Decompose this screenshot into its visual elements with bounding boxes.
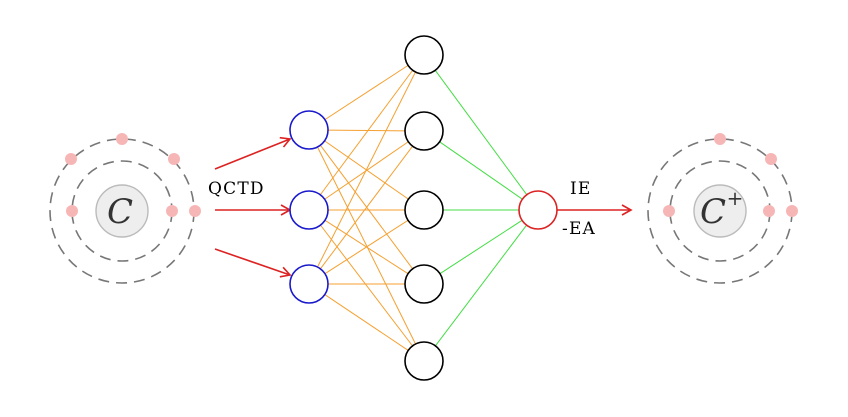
hidden-node (404, 190, 444, 230)
input-hidden-edge (320, 145, 413, 270)
electron (66, 205, 78, 217)
input-hidden-edge (324, 294, 409, 351)
electron (763, 205, 775, 217)
input-hidden-edge (324, 219, 409, 275)
electron (189, 205, 201, 217)
electron (65, 153, 77, 165)
input-label: QCTD (208, 179, 265, 199)
hidden-node (404, 35, 444, 75)
input-hidden-edge (324, 64, 409, 121)
input-hidden-edge (317, 71, 416, 268)
hidden-layer (404, 35, 444, 381)
input-node (289, 110, 329, 150)
input-arrow-bottom (214, 248, 292, 278)
electron (786, 205, 798, 217)
hidden-output-edge (434, 70, 528, 195)
hidden-node (404, 341, 444, 381)
left-atom-symbol: C (107, 192, 133, 232)
input-hidden-edge (327, 129, 406, 132)
right-atom-symbol: C (700, 192, 726, 232)
electron (765, 153, 777, 165)
input-arrows (214, 136, 292, 278)
right-atom-charge: + (727, 186, 744, 210)
hidden-output-edge (439, 219, 523, 275)
hidden-node (404, 111, 444, 151)
hidden-output-edges (434, 70, 528, 347)
input-layer (289, 110, 329, 304)
input-arrow-top (214, 136, 292, 170)
input-hidden-edges (317, 64, 416, 351)
output-node (518, 190, 558, 230)
electron (168, 153, 180, 165)
hidden-node (404, 264, 444, 304)
output-label-ea: -EA (562, 219, 596, 239)
right-atom-nucleus (693, 184, 747, 238)
input-node (289, 190, 329, 230)
electron (166, 205, 178, 217)
electron (116, 133, 128, 145)
hidden-output-edge (439, 141, 523, 200)
output-label-ie: IE (570, 179, 592, 199)
hidden-output-edge (435, 224, 527, 347)
left-atom: C (49, 133, 201, 284)
input-hidden-edge (320, 224, 413, 347)
input-hidden-edge (319, 69, 414, 196)
input-hidden-edge (317, 146, 416, 345)
input-node (289, 264, 329, 304)
electron (663, 205, 675, 217)
electron (714, 133, 726, 145)
left-atom-nucleus (95, 184, 149, 238)
right-atom: C + (647, 133, 798, 284)
